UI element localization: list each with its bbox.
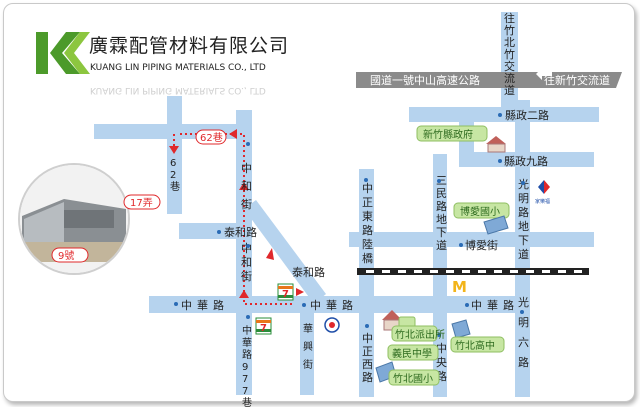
rail-tie — [414, 270, 422, 273]
sanmin-label: 三民路地下道 — [436, 174, 447, 252]
zhonghua-label-1: 中華路 — [181, 299, 229, 312]
route-arrows — [169, 129, 304, 298]
zhonghua-label-2: 中華路 — [310, 299, 358, 312]
taihe-label-1: 泰和路 — [224, 225, 257, 239]
lane62-oval — [195, 129, 227, 145]
highway-band — [356, 72, 622, 88]
svg-text:家樂福: 家樂福 — [535, 198, 550, 205]
arrow-left-icon — [229, 129, 237, 139]
boai-label: 博愛街 — [465, 238, 498, 252]
svg-text:7: 7 — [282, 289, 289, 300]
boai-school-landmark: 博愛國小 — [453, 202, 510, 235]
police-landmark: 竹北派出所 — [382, 310, 445, 342]
company-name-zh: 廣霖配管材料有限公司 — [89, 35, 289, 57]
company-name-en-reflection: KUANG LIN PIPING MATERIALS CO., LTD — [90, 85, 266, 95]
zhonghua-label-3: 中華路 — [471, 299, 519, 312]
arrow-up-icon — [239, 182, 249, 190]
svg-text:義民中學: 義民中學 — [392, 347, 432, 360]
rail-tie — [366, 270, 374, 273]
zhonghe-label-2: 中和街 — [241, 242, 252, 283]
county-gov-landmark: 新竹縣政府 — [416, 125, 506, 153]
road-zhongzheng — [359, 169, 374, 397]
no9-label: 9號 — [58, 249, 74, 262]
road-zhonghe — [236, 110, 252, 395]
road-xianzheng9 — [459, 152, 594, 167]
rail-tie — [462, 270, 470, 273]
railway — [357, 268, 589, 275]
svg-text:竹北國小: 竹北國小 — [393, 372, 433, 385]
road-xianzheng2 — [409, 107, 599, 122]
rail-tie — [430, 270, 438, 273]
seven-eleven-icon-2: 7 — [255, 317, 272, 335]
rail-tie — [446, 270, 454, 273]
arrow-diag-icon — [266, 248, 274, 260]
no9-oval — [51, 247, 89, 263]
yimin-landmark: 義民中學 — [387, 344, 439, 361]
zhonghe-label-1: 中和街 — [241, 162, 252, 211]
svg-text:7: 7 — [260, 323, 267, 334]
road-zhonghua-east — [434, 296, 524, 313]
zhubei-elem-landmark: 竹北國小 — [375, 361, 440, 386]
rail-tie — [558, 270, 566, 273]
svg-text:竹北派出所: 竹北派出所 — [395, 328, 445, 341]
rail-tie — [510, 270, 518, 273]
company-name-en: KUANG LIN PIPING MATERIALS CO., LTD — [90, 63, 266, 73]
road-taihe-diag — [244, 200, 326, 304]
taihe-label-2: 泰和路 — [292, 265, 325, 279]
route-path — [173, 133, 294, 305]
road-network — [94, 12, 599, 397]
road-taihe-left — [179, 223, 242, 239]
county-gov-label: 新竹縣政府 — [423, 128, 473, 141]
rail-tie — [382, 270, 390, 273]
road-guangming — [515, 100, 530, 397]
svg-text:博愛國小: 博愛國小 — [460, 205, 500, 218]
alley17-oval — [123, 194, 161, 210]
carrefour-icon: 家樂福 — [534, 177, 554, 205]
road-huaxing — [300, 309, 314, 395]
seven-eleven-icon: 7 — [277, 283, 294, 301]
zhubei-high-landmark: 竹北高中 — [450, 319, 505, 353]
rail-tie — [494, 270, 502, 273]
rail-tie — [526, 270, 534, 273]
to-xinzhu-label: 往新竹交流道 — [544, 73, 610, 87]
xianzheng2-label: 縣政二路 — [505, 108, 549, 122]
svg-text:M: M — [452, 278, 467, 296]
arrow-down-icon — [169, 146, 179, 154]
road-lane62-v — [167, 96, 182, 214]
rail-tie — [574, 270, 582, 273]
road-dots — [174, 113, 525, 337]
mcdonalds-icon: M — [450, 278, 467, 296]
alley17-label: 17弄 — [130, 197, 153, 209]
company-logo — [36, 32, 90, 74]
highway-label: 國道一號中山高速公路 — [370, 73, 480, 87]
zhongzheng-east-label: 中正東路陸橋 — [362, 182, 373, 265]
zhongzheng-west-label: 中正西路 — [362, 332, 373, 384]
arrow-icon — [536, 68, 552, 80]
lane62-h-label: 62巷 — [200, 132, 223, 144]
road-boai — [349, 232, 594, 247]
zhongyang-label: 中央路 — [436, 342, 447, 383]
guangming6-label: 光明六路 — [518, 295, 529, 369]
rail-tie — [542, 270, 550, 273]
gas-station-icon — [324, 317, 340, 333]
factory-photo — [18, 163, 130, 275]
rail-tie — [398, 270, 406, 273]
arrow-right-icon — [296, 288, 304, 296]
xianzheng9-label: 縣政九路 — [504, 154, 548, 168]
arrow-up-icon-2 — [239, 290, 249, 298]
huaxing-label: 華興街 — [303, 323, 313, 371]
svg-text:竹北高中: 竹北高中 — [455, 339, 495, 352]
rail-tie — [478, 270, 486, 273]
to-zhubei-label: 往竹北竹交流道 — [504, 11, 515, 97]
